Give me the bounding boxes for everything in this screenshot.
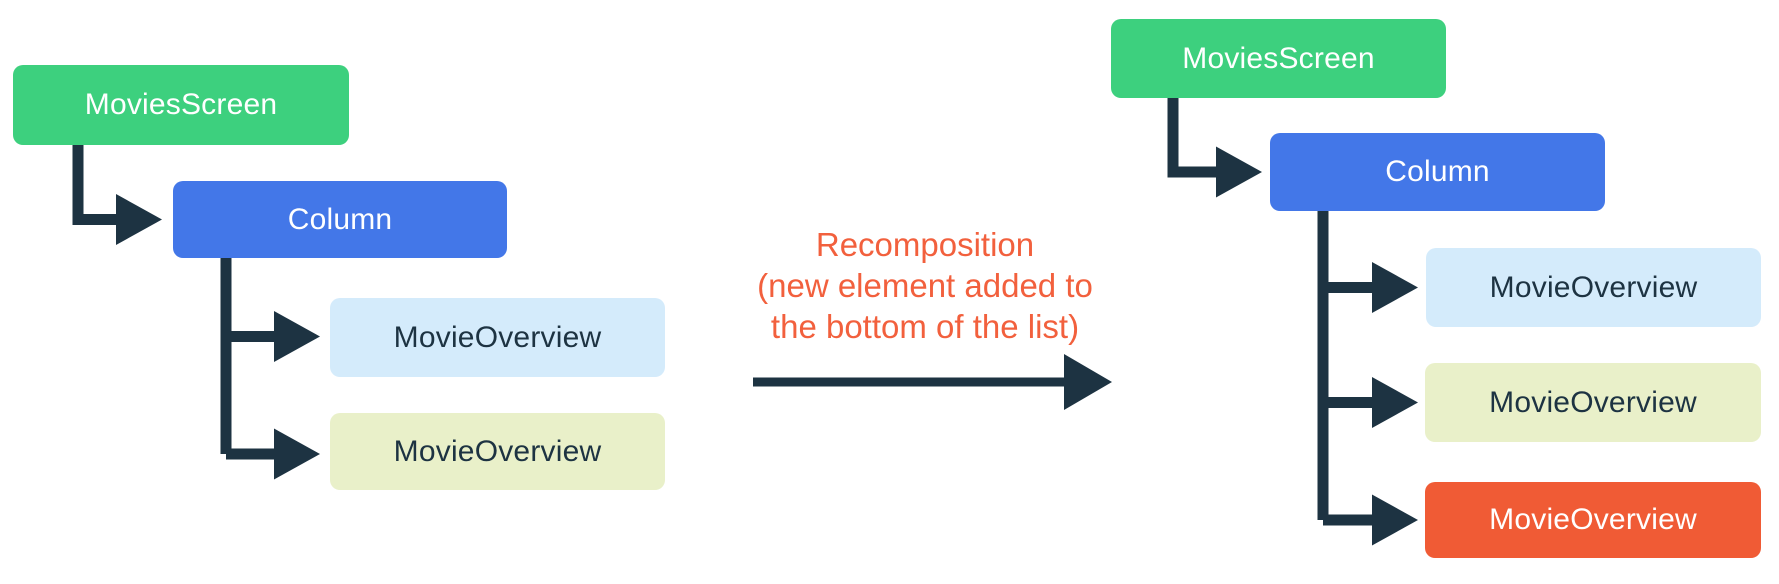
left-tree-child-node-1: MovieOverview (330, 298, 665, 377)
left-tree-root-node: MoviesScreen (13, 65, 349, 145)
annotation-line-1: Recomposition (815, 226, 1035, 263)
right-tree-root-node: MoviesScreen (1111, 19, 1446, 98)
left-column-to-children-connector (220, 258, 320, 480)
right-column-to-children-connector (1317, 211, 1418, 546)
arrowhead-icon (1372, 262, 1418, 313)
right-tree-new-child-node: MovieOverview (1425, 482, 1761, 558)
left-tree-column-node: Column (173, 181, 507, 258)
recomposition-arrow (753, 354, 1112, 410)
right-root-to-column-connector (1167, 98, 1262, 198)
annotation-line-3: the bottom of the list) (770, 308, 1080, 345)
right-tree-child-node-2: MovieOverview (1425, 363, 1761, 442)
left-root-to-column-connector (72, 145, 162, 245)
recomposition-annotation: Recomposition (new element added to the … (700, 224, 1150, 347)
arrowhead-icon (116, 194, 162, 245)
right-tree-column-node: Column (1270, 133, 1605, 211)
annotation-line-2: (new element added to (757, 267, 1093, 304)
arrowhead-icon (1064, 354, 1112, 410)
arrowhead-icon (1372, 377, 1418, 428)
arrowhead-icon (1216, 146, 1262, 198)
arrowhead-icon (274, 428, 320, 480)
right-tree-child-node-1: MovieOverview (1426, 248, 1761, 327)
arrowhead-icon (274, 311, 320, 362)
left-tree-child-node-2: MovieOverview (330, 413, 665, 490)
arrowhead-icon (1372, 494, 1418, 546)
